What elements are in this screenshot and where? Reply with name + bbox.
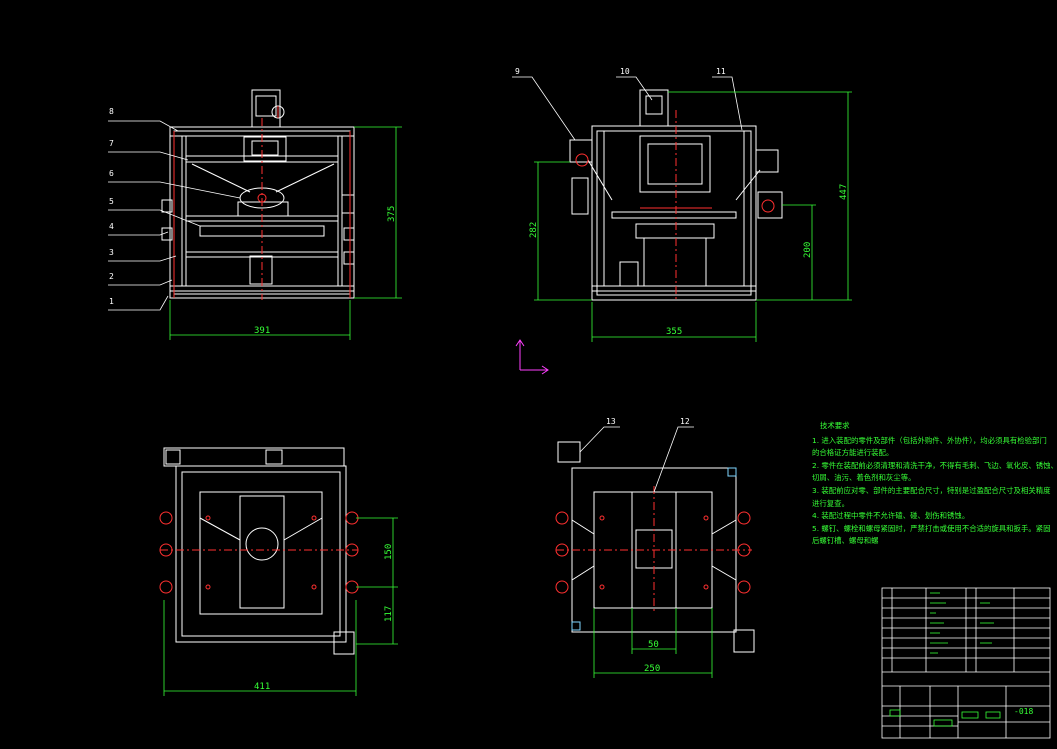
front-view-dimensions xyxy=(169,126,402,340)
balloon-1: 1 xyxy=(109,297,114,306)
side-view xyxy=(569,89,783,301)
note-line: 5. 螺钉、螺栓和螺母紧固时，严禁打击或使用不合适的旋具和扳手。紧固 xyxy=(812,523,1051,533)
note-line: 4. 装配过程中零件不允许磕、碰、划伤和锈蚀。 xyxy=(812,511,970,521)
bottom-inner-dimension: 50 xyxy=(648,640,659,650)
side-view-dimensions xyxy=(534,91,852,342)
top-view-dimensions xyxy=(163,517,398,696)
bottom-width-dimension: 250 xyxy=(644,664,660,674)
note-line: 后螺钉槽、螺母和螺 xyxy=(812,536,879,546)
note-line: 切屑、油污、着色剂和灰尘等。 xyxy=(812,473,916,483)
front-height-dimension: 375 xyxy=(387,206,397,222)
front-view xyxy=(161,89,355,299)
balloon-9: 9 xyxy=(515,67,520,76)
note-line: 进行复查。 xyxy=(812,498,849,508)
top-upper-dimension: 150 xyxy=(384,544,394,560)
side-width-dimension: 355 xyxy=(666,327,682,337)
top-view-circles xyxy=(159,511,359,594)
drawing-number: -018 xyxy=(1014,707,1033,716)
top-view xyxy=(163,447,355,655)
note-line: 3. 装配前应对零、部件的主要配合尺寸，特别是过盈配合尺寸及相关精度 xyxy=(812,485,1051,495)
bottom-view-balloon-labels: 13 12 xyxy=(606,417,690,426)
front-view-balloon-labels: 8 7 6 5 4 3 2 1 xyxy=(109,107,114,306)
balloon-3: 3 xyxy=(109,248,114,257)
bottom-view-leaders xyxy=(579,426,694,493)
balloon-8: 8 xyxy=(109,107,114,116)
note-line: 的合格证方能进行装配。 xyxy=(812,448,894,458)
balloon-10: 10 xyxy=(620,67,630,76)
side-height-left-dimension: 282 xyxy=(529,222,539,238)
top-width-dimension: 411 xyxy=(254,682,270,692)
side-view-centerlines xyxy=(575,110,775,300)
technical-requirements-title: 技术要求 xyxy=(820,421,850,430)
bottom-view xyxy=(557,441,755,653)
balloon-12: 12 xyxy=(680,417,690,426)
balloon-13: 13 xyxy=(606,417,616,426)
side-height-total-dimension: 447 xyxy=(839,184,849,200)
front-width-dimension: 391 xyxy=(254,326,270,336)
note-line: 2. 零件在装配前必须清理和清洗干净，不得有毛刺、飞边、氧化皮、锈蚀、 xyxy=(812,460,1057,470)
side-view-balloon-labels: 9 10 11 xyxy=(515,67,726,76)
bottom-view-circles xyxy=(555,486,752,614)
top-lower-dimension: 117 xyxy=(384,606,394,622)
balloon-6: 6 xyxy=(109,169,114,178)
balloon-11: 11 xyxy=(716,67,726,76)
balloon-2: 2 xyxy=(109,272,114,281)
balloon-7: 7 xyxy=(109,139,114,148)
side-view-leaders xyxy=(512,76,743,141)
note-line: 1. 进入装配的零件及部件（包括外购件、外协件），均必须具有检验部门 xyxy=(812,435,1047,445)
balloon-5: 5 xyxy=(109,197,114,206)
balloon-4: 4 xyxy=(109,222,114,231)
front-view-leaders xyxy=(108,120,241,311)
ucs-axis-icon xyxy=(515,339,549,375)
front-view-centerlines xyxy=(173,106,351,300)
bottom-view-dimensions xyxy=(593,608,713,678)
bottom-view-accent-parts xyxy=(571,467,737,631)
title-block-fill xyxy=(889,592,1001,727)
side-height-right-dimension: 200 xyxy=(803,242,813,258)
technical-requirements: 技术要求 1. 进入装配的零件及部件（包括外购件、外协件），均必须具有检验部门 … xyxy=(812,420,1057,548)
